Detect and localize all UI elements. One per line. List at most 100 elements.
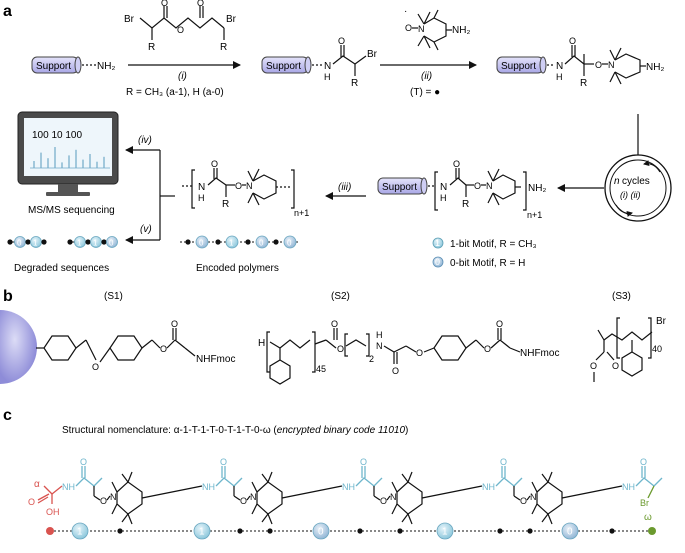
- amide-o-2: O: [569, 36, 576, 46]
- unit-nh: NH: [202, 482, 215, 492]
- alpha-node: [46, 527, 54, 535]
- poly-h-a: H: [440, 193, 447, 203]
- poly-subscript: n+1: [527, 210, 542, 220]
- terminal-nh: NH: [622, 482, 635, 492]
- msms-monitor: 100 10 100: [17, 111, 119, 196]
- deg-a-dot-1: [25, 239, 31, 245]
- amide-h-2: H: [556, 72, 563, 82]
- s3-o-ester: O: [590, 361, 597, 371]
- panel-label-c: c: [3, 407, 12, 424]
- enc-n: N: [198, 182, 205, 193]
- unit-n-ring: N: [250, 492, 257, 502]
- deg-b-bit-2: 0: [106, 236, 118, 248]
- poly-nh2: NH₂: [528, 183, 546, 194]
- enc-chain-dot-3: [273, 239, 279, 245]
- omega-br: Br: [640, 498, 649, 508]
- seq-dot-4: [397, 528, 403, 534]
- panel-label-b: b: [3, 288, 13, 305]
- omega-end: Br ω: [640, 498, 652, 523]
- step-1-condition: R = CH₃ (a-1), H (a-0): [126, 87, 224, 98]
- support-3: Support: [496, 56, 547, 74]
- alpha-symbol: α: [34, 479, 40, 490]
- support-1: Support: [31, 56, 82, 74]
- enc-chain-bit-2: 0: [255, 235, 269, 249]
- unit-o-carbonyl: O: [80, 457, 87, 467]
- enc-chain-bit-1: 1: [225, 235, 239, 249]
- cycles-n: n: [614, 176, 620, 187]
- deg-b-bit-0-digit: 1: [77, 239, 82, 248]
- tempo-radical-dot: ·: [404, 6, 407, 17]
- s2-o-carbonyl-2: O: [392, 366, 399, 376]
- step-2-condition: (T) = ●: [410, 87, 440, 98]
- terminal-o: O: [640, 457, 647, 467]
- enc-chain-bit-3-digit: 0: [287, 239, 292, 248]
- unit-o-carbonyl: O: [500, 457, 507, 467]
- deg-a-dot-2: [41, 239, 47, 245]
- adduct-r: R: [580, 78, 587, 89]
- enc-chain-bit-3: 0: [283, 235, 297, 249]
- tempo-nh2: NH₂: [452, 25, 470, 36]
- encoded-polymer: N H O R O N n+1: [182, 159, 309, 218]
- bromo-br-1: Br: [367, 49, 378, 60]
- legend-one-bit: 1-bit Motif, R = CH₃: [450, 239, 537, 250]
- terminal-unit: NH O: [622, 457, 663, 499]
- step-5-label: (v): [140, 224, 152, 235]
- unit-nh: NH: [62, 482, 75, 492]
- poly-n-ring-a: N: [486, 181, 493, 191]
- s1-o-ester: O: [160, 344, 167, 354]
- amide-o-1: O: [338, 36, 345, 46]
- step-1-label: (i): [178, 71, 187, 82]
- step-3-label: (iii): [338, 182, 351, 193]
- unit-nh: NH: [482, 482, 495, 492]
- s2-sub-45: 45: [316, 364, 326, 374]
- legend-zero-bit: 0-bit Motif, R = H: [450, 258, 525, 269]
- support-4-label: Support: [382, 182, 417, 193]
- cycles-text: cycles: [622, 176, 650, 187]
- tempo-o: O: [405, 23, 412, 33]
- poly-n-a: N: [440, 182, 447, 193]
- deg-a-bit-1-digit: 1: [33, 239, 38, 248]
- enc-o: O: [211, 159, 218, 169]
- resin-bead: [0, 310, 37, 384]
- seq-bit-4: 0: [561, 522, 579, 540]
- seq-dot-0: [117, 528, 123, 534]
- anhydride-o-bridge: O: [177, 25, 184, 35]
- deg-a-bit-0: 0: [14, 236, 26, 248]
- amide-n-2: N: [556, 61, 563, 72]
- amine-1-label: NH₂: [97, 61, 115, 72]
- support-2-label: Support: [266, 61, 301, 72]
- monitor-digits: 100 10 100: [32, 130, 82, 141]
- adduct-nh2: NH₂: [646, 62, 664, 73]
- s2-o-carbonyl-1: O: [331, 319, 338, 329]
- cycles-steps: (i) (ii): [620, 190, 641, 200]
- omega-symbol: ω: [644, 512, 652, 523]
- alpha-oh: OH: [46, 507, 60, 517]
- adduct-n: N: [608, 60, 615, 70]
- anhydride-r-left: R: [148, 42, 155, 53]
- anhydride-br-right: Br: [226, 14, 237, 25]
- unit-o-link: O: [520, 496, 527, 506]
- s2-structure: H 45 O O 2 N H O O O O NHF: [258, 319, 559, 385]
- enc-chain-bit-0-digit: 0: [199, 239, 204, 248]
- deg-b-dot-0: [67, 239, 73, 245]
- support-2: Support: [261, 56, 312, 74]
- legend-bit-one-digit: 1: [435, 238, 440, 248]
- s2-o-ether: O: [416, 348, 423, 358]
- cycle-loop: n cycles (i) (ii): [604, 154, 672, 222]
- deg-b-dot-2: [101, 239, 107, 245]
- unit-o-carbonyl: O: [360, 457, 367, 467]
- s2-h: H: [258, 338, 265, 349]
- deg-a-bit-1: 1: [30, 236, 42, 248]
- encoded-polymer-chain: 0 1 0 0: [180, 235, 300, 249]
- unit-n-ring: N: [390, 492, 397, 502]
- enc-chain-bit-1-digit: 1: [229, 239, 234, 248]
- seq-bit-0: 1: [71, 522, 89, 540]
- seq-dot-6: [527, 528, 533, 534]
